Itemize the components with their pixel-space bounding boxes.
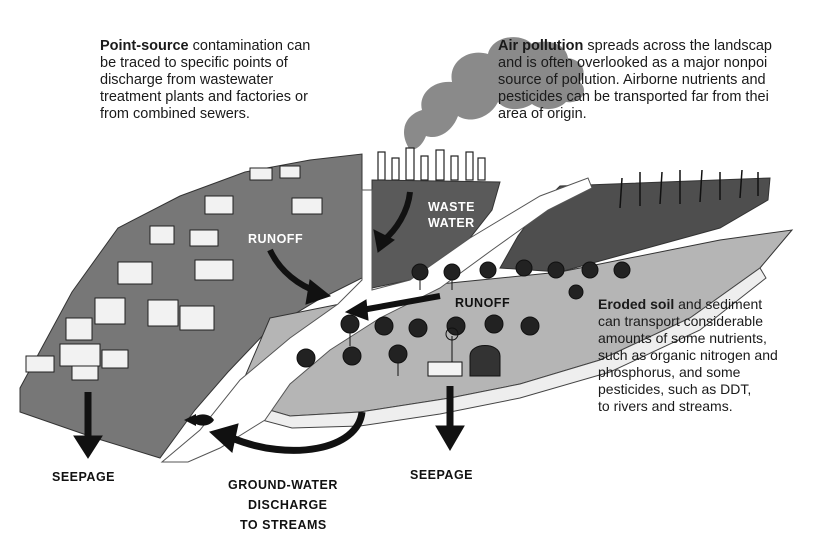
runoff-label-left: RUNOFF [248,232,303,246]
groundwater-label-2: DISCHARGE [248,498,328,512]
waste-water-label-2: WATER [428,216,475,230]
air-pollution-line: source of pollution. Airborne nutrients … [498,72,830,89]
groundwater-label-3: TO STREAMS [240,518,327,532]
eroded-soil-line: phosphorus, and some [598,364,778,381]
point-source-line: be traced to specific points of [100,55,310,72]
waste-water-label-1: WASTE [428,200,475,214]
eroded-soil-line: amounts of some nutrients, [598,330,778,347]
eroded-soil-text: Eroded soil and sediment can transport c… [598,296,778,415]
air-pollution-text: Air pollution spreads across the landsca… [498,38,830,123]
air-pollution-line: area of origin. [498,106,830,123]
air-pollution-rest: spreads across the landscap [583,38,772,54]
eroded-soil-line: can transport considerable [598,313,778,330]
point-source-line: treatment plants and factories or [100,89,310,106]
seepage-label-left: SEEPAGE [52,470,115,484]
eroded-soil-rest: and sediment [674,296,762,312]
groundwater-label-1: GROUND-WATER [228,478,338,492]
air-pollution-lead: Air pollution [498,38,583,54]
point-source-line: discharge from wastewater [100,72,310,89]
eroded-soil-line: pesticides, such as DDT, [598,381,778,398]
eroded-soil-line: such as organic nitrogen and [598,347,778,364]
seepage-label-right: SEEPAGE [410,468,473,482]
runoff-label-right: RUNOFF [455,296,510,310]
eroded-soil-line: to rivers and streams. [598,398,778,415]
point-source-line: from combined sewers. [100,106,310,123]
point-source-rest: contamination can [189,38,311,54]
air-pollution-line: and is often overlooked as a major nonpo… [498,55,830,72]
air-pollution-line: pesticides can be transported far from t… [498,89,830,106]
eroded-soil-lead: Eroded soil [598,296,674,312]
point-source-text: Point-source contamination can be traced… [100,38,310,123]
point-source-lead: Point-source [100,38,189,54]
factory-stacks [378,148,485,180]
